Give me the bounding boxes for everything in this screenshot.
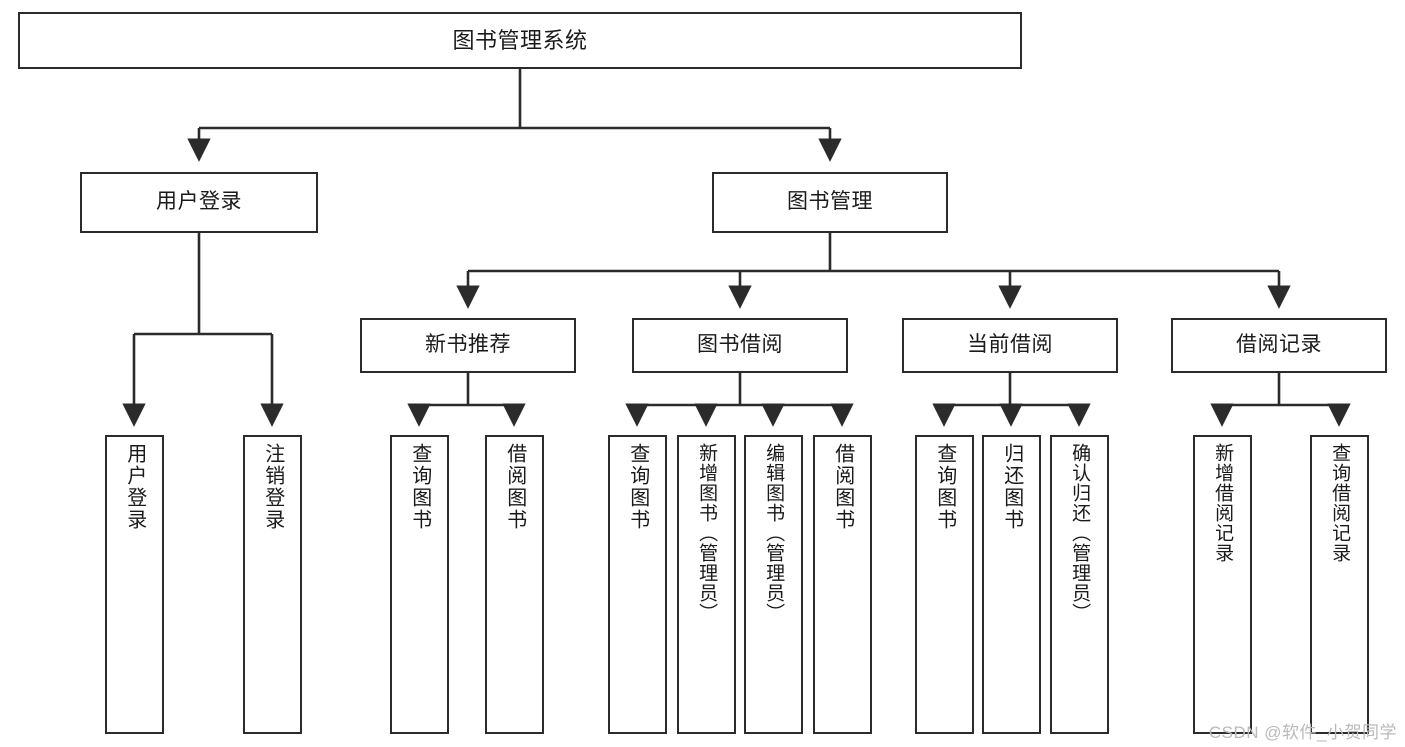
node-label: 图书借阅 xyxy=(697,333,783,357)
node-label: 确认归还（管理员） xyxy=(1069,443,1091,623)
leaf-borrow-books-recommend[interactable]: 借阅图书 xyxy=(485,435,544,734)
node-label: 用户登录 xyxy=(156,190,242,214)
node-label: 图书管理 xyxy=(787,190,873,214)
node-borrowing-records[interactable]: 借阅记录 xyxy=(1171,318,1387,373)
node-label: 注销登录 xyxy=(261,443,284,531)
node-label: 查询借阅记录 xyxy=(1329,443,1351,563)
leaf-logout[interactable]: 注销登录 xyxy=(243,435,302,734)
leaf-borrow-books[interactable]: 借阅图书 xyxy=(813,435,872,734)
leaf-query-books-recommend[interactable]: 查询图书 xyxy=(390,435,449,734)
node-label: 新增借阅记录 xyxy=(1212,443,1234,563)
node-book-borrowing[interactable]: 图书借阅 xyxy=(632,318,848,373)
leaf-query-books-current[interactable]: 查询图书 xyxy=(915,435,974,734)
node-root-library-management-system[interactable]: 图书管理系统 xyxy=(18,12,1022,69)
node-label: 借阅图书 xyxy=(831,443,854,531)
node-label: 借阅记录 xyxy=(1236,333,1322,357)
node-label: 新书推荐 xyxy=(425,333,511,357)
leaf-return-books[interactable]: 归还图书 xyxy=(982,435,1041,734)
leaf-confirm-return-admin[interactable]: 确认归还（管理员） xyxy=(1050,435,1109,734)
leaf-user-login[interactable]: 用户登录 xyxy=(105,435,164,734)
node-label: 新增图书（管理员） xyxy=(696,443,718,623)
node-label: 图书管理系统 xyxy=(452,27,588,53)
node-user-login[interactable]: 用户登录 xyxy=(80,172,318,233)
node-book-management[interactable]: 图书管理 xyxy=(712,172,948,233)
node-label: 编辑图书（管理员） xyxy=(763,443,785,623)
node-label: 查询图书 xyxy=(933,443,956,531)
node-new-book-recommendation[interactable]: 新书推荐 xyxy=(360,318,576,373)
node-label: 归还图书 xyxy=(1000,443,1023,531)
leaf-add-book-admin[interactable]: 新增图书（管理员） xyxy=(677,435,736,734)
node-current-borrowing[interactable]: 当前借阅 xyxy=(902,318,1118,373)
leaf-add-borrow-record[interactable]: 新增借阅记录 xyxy=(1193,435,1252,734)
leaf-query-borrow-record[interactable]: 查询借阅记录 xyxy=(1310,435,1369,734)
node-label: 查询图书 xyxy=(626,443,649,531)
leaf-edit-book-admin[interactable]: 编辑图书（管理员） xyxy=(744,435,803,734)
node-label: 当前借阅 xyxy=(967,333,1053,357)
node-label: 查询图书 xyxy=(408,443,431,531)
leaf-query-books-borrow[interactable]: 查询图书 xyxy=(608,435,667,734)
node-label: 用户登录 xyxy=(123,443,146,531)
node-label: 借阅图书 xyxy=(503,443,526,531)
